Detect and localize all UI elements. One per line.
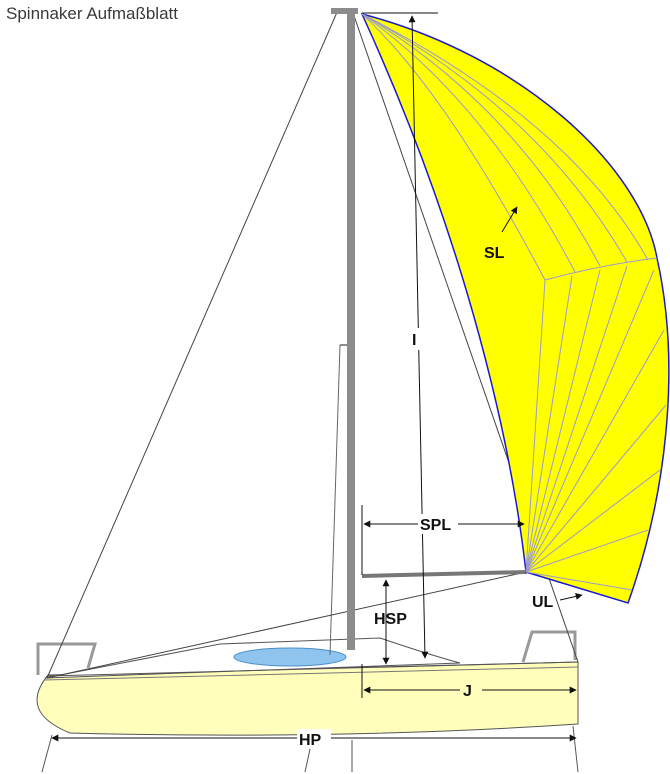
dim-i-label-bg — [410, 328, 426, 350]
dim-spl-label: SPL — [420, 517, 451, 534]
stern-mark — [572, 725, 579, 773]
dim-sl-arrow — [501, 206, 518, 233]
dim-ul-arrow — [559, 592, 583, 601]
dim-spl-label-bg — [418, 514, 458, 534]
dim-hp-label: HP — [299, 732, 322, 749]
masthead — [331, 8, 358, 14]
dim-ul-label: UL — [532, 594, 554, 611]
spinnaker-pole — [361, 570, 528, 578]
stern-pulpit — [521, 630, 577, 663]
spinnaker-panels — [361, 13, 667, 591]
dim-sl-label: SL — [484, 245, 505, 262]
spinnaker — [360, 12, 670, 604]
shroud-inner — [329, 344, 341, 656]
bow-waterline-mark — [41, 734, 53, 773]
dim-hsp-label: HSP — [374, 611, 407, 628]
dim-j-label-bg — [460, 680, 482, 700]
hull-sheerline — [43, 666, 579, 681]
dim-hp-label-bg — [297, 729, 331, 749]
bow-pulpit — [36, 642, 97, 675]
diagram-title: Spinnaker Aufmaßblatt — [6, 4, 178, 23]
deck-hatch — [233, 647, 347, 667]
spinnaker-guy — [46, 571, 527, 679]
deck-line — [47, 661, 579, 677]
forestay — [46, 9, 339, 679]
dim-i-label: I — [412, 332, 416, 349]
mast — [347, 10, 355, 650]
dim-j-label: J — [463, 683, 472, 700]
